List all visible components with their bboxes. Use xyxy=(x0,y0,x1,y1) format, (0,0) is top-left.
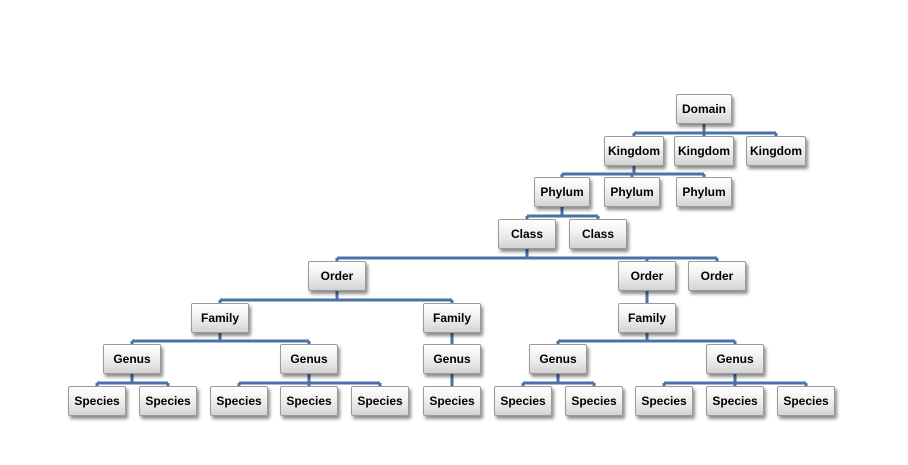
node-order1: Order xyxy=(308,261,366,291)
node-label: Order xyxy=(630,269,664,283)
node-label: Species xyxy=(286,394,332,408)
node-species9: Species xyxy=(635,386,693,416)
node-label: Species xyxy=(571,394,617,408)
node-species5: Species xyxy=(351,386,409,416)
node-species11: Species xyxy=(777,386,835,416)
node-class2: Class xyxy=(569,219,627,249)
node-label: Species xyxy=(641,394,687,408)
node-label: Family xyxy=(200,311,239,325)
node-species3: Species xyxy=(210,386,268,416)
node-label: Species xyxy=(429,394,475,408)
node-label: Phylum xyxy=(610,185,654,199)
node-label: Class xyxy=(510,227,544,241)
node-genus2: Genus xyxy=(280,344,338,374)
node-phylum2: Phylum xyxy=(604,177,660,207)
node-order2: Order xyxy=(618,261,676,291)
node-label: Species xyxy=(500,394,546,408)
node-species7: Species xyxy=(494,386,552,416)
node-label: Genus xyxy=(113,352,151,366)
node-family2: Family xyxy=(423,303,481,333)
node-label: Species xyxy=(145,394,191,408)
node-kingdom3: Kingdom xyxy=(746,136,806,166)
node-label: Kingdom xyxy=(608,144,660,158)
node-label: Species xyxy=(712,394,758,408)
node-genus4: Genus xyxy=(529,344,587,374)
node-family3: Family xyxy=(618,303,676,333)
node-label: Phylum xyxy=(540,185,584,199)
node-kingdom2: Kingdom xyxy=(674,136,734,166)
node-label: Phylum xyxy=(682,185,726,199)
node-label: Species xyxy=(783,394,829,408)
node-class1: Class xyxy=(498,219,556,249)
node-label: Genus xyxy=(290,352,328,366)
node-label: Species xyxy=(357,394,403,408)
node-family1: Family xyxy=(191,303,249,333)
node-species2: Species xyxy=(139,386,197,416)
node-label: Order xyxy=(700,269,734,283)
node-label: Species xyxy=(74,394,120,408)
node-label: Class xyxy=(581,227,615,241)
node-species8: Species xyxy=(565,386,623,416)
node-label: Genus xyxy=(539,352,577,366)
node-genus1: Genus xyxy=(103,344,161,374)
node-label: Genus xyxy=(716,352,754,366)
node-order3: Order xyxy=(688,261,746,291)
node-genus3: Genus xyxy=(423,344,481,374)
node-phylum1: Phylum xyxy=(534,177,590,207)
node-label: Domain xyxy=(681,102,726,116)
node-domain: Domain xyxy=(676,94,732,124)
node-label: Kingdom xyxy=(678,144,730,158)
node-label: Family xyxy=(627,311,666,325)
node-label: Family xyxy=(432,311,471,325)
node-genus5: Genus xyxy=(706,344,764,374)
node-species10: Species xyxy=(706,386,764,416)
node-species4: Species xyxy=(280,386,338,416)
node-phylum3: Phylum xyxy=(676,177,732,207)
node-label: Species xyxy=(216,394,262,408)
node-label: Order xyxy=(320,269,354,283)
node-label: Kingdom xyxy=(750,144,802,158)
node-species1: Species xyxy=(68,386,126,416)
node-species6: Species xyxy=(423,386,481,416)
node-kingdom1: Kingdom xyxy=(604,136,664,166)
node-label: Genus xyxy=(433,352,471,366)
